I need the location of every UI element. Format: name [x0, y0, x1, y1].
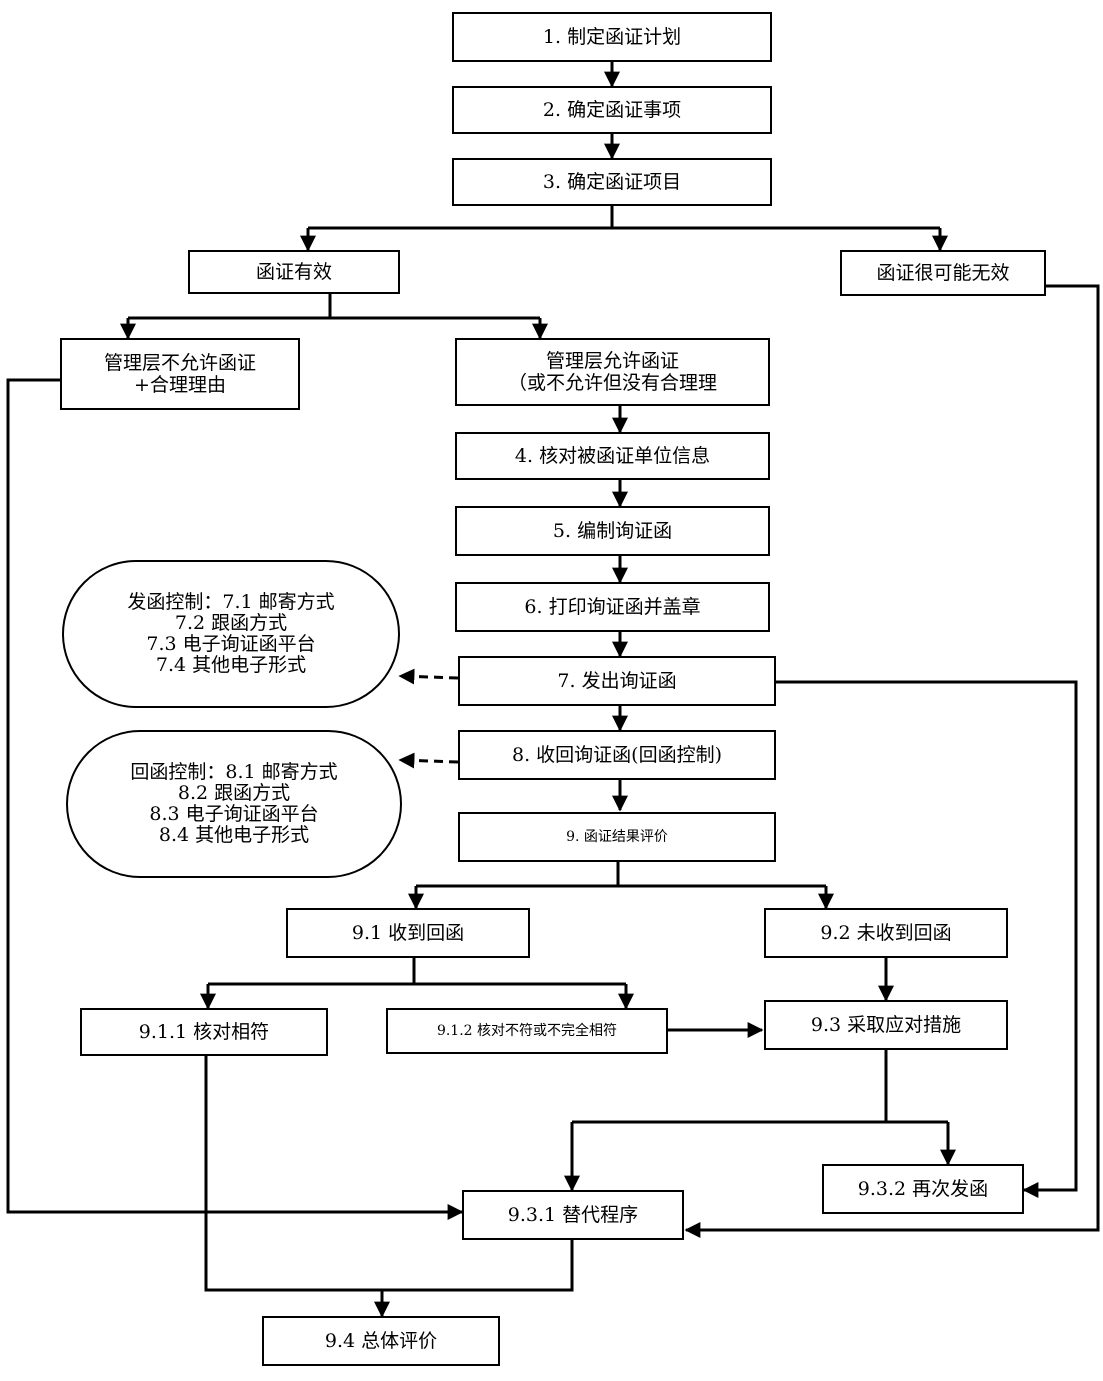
step-9-1-1-label: 9.1.1 核对相符 — [138, 1021, 270, 1043]
step-5-prepare: 5. 编制询证函 — [455, 506, 770, 556]
step-9-3-2-label: 9.3.2 再次发函 — [857, 1178, 989, 1200]
step-9-2-not-received: 9.2 未收到回函 — [764, 908, 1008, 958]
dashed-arrow-send-control — [398, 668, 459, 685]
confirmation-invalid-label: 函证很可能无效 — [876, 262, 1010, 284]
step-1-plan: 1. 制定函证计划 — [452, 12, 772, 62]
step-9-2-label: 9.2 未收到回函 — [820, 922, 952, 944]
step-1-label: 1. 制定函证计划 — [542, 26, 682, 48]
step-9-1-label: 9.1 收到回函 — [351, 922, 465, 944]
step-9-3-respond: 9.3 采取应对措施 — [764, 1000, 1008, 1050]
send-control-line2: 7.2 跟函方式 — [174, 612, 288, 634]
step-9-label: 9. 函证结果评价 — [566, 829, 668, 845]
confirmation-valid-label: 函证有效 — [255, 261, 332, 283]
step-4-verify-info: 4. 核对被函证单位信息 — [455, 432, 770, 480]
send-control-line1: 发函控制：7.1 邮寄方式 — [127, 591, 335, 613]
send-control-line4: 7.4 其他电子形式 — [155, 654, 307, 676]
step-2-matters: 2. 确定函证事项 — [452, 86, 772, 134]
send-control-line3: 7.3 电子询证函平台 — [146, 633, 316, 655]
dashed-arrow-return-control — [398, 752, 459, 769]
step-9-1-2-label: 9.1.2 核对不符或不完全相符 — [436, 1023, 618, 1039]
confirmation-valid: 函证有效 — [188, 250, 400, 294]
step-9-1-received: 9.1 收到回函 — [286, 908, 530, 958]
return-control-line1: 回函控制：8.1 邮寄方式 — [130, 761, 338, 783]
step-9-evaluate: 9. 函证结果评价 — [458, 812, 776, 862]
step-8-collect: 8. 收回询证函(回函控制) — [458, 730, 776, 780]
step-9-1-1-matched: 9.1.1 核对相符 — [80, 1008, 328, 1056]
mgmt-allow-line2: （或不允许但没有合理理 — [507, 372, 717, 394]
step-3-label: 3. 确定函证项目 — [542, 171, 682, 193]
send-control-note: 发函控制：7.1 邮寄方式 7.2 跟函方式 7.3 电子询证函平台 7.4 其… — [62, 560, 400, 708]
mgmt-disallow-line2: +合理理由 — [134, 374, 226, 396]
step-9-3-2-resend: 9.3.2 再次发函 — [822, 1164, 1024, 1214]
confirmation-likely-invalid: 函证很可能无效 — [840, 250, 1046, 296]
step-5-label: 5. 编制询证函 — [552, 520, 673, 542]
step-4-label: 4. 核对被函证单位信息 — [514, 445, 711, 467]
step-3-items: 3. 确定函证项目 — [452, 158, 772, 206]
mgmt-disallow-line1: 管理层不允许函证 — [103, 352, 256, 374]
return-control-line4: 8.4 其他电子形式 — [158, 824, 310, 846]
step-7-label: 7. 发出询证函 — [557, 670, 677, 692]
step-9-3-label: 9.3 采取应对措施 — [810, 1014, 962, 1036]
step-6-print-stamp: 6. 打印询证函并盖章 — [455, 582, 770, 632]
mgmt-allow-line1: 管理层允许函证 — [545, 350, 679, 372]
step-9-4-label: 9.4 总体评价 — [324, 1330, 438, 1352]
mgmt-disallow: 管理层不允许函证 +合理理由 — [60, 338, 300, 410]
step-7-send: 7. 发出询证函 — [458, 656, 776, 706]
return-control-line3: 8.3 电子询证函平台 — [149, 803, 319, 825]
step-2-label: 2. 确定函证事项 — [542, 99, 682, 121]
mgmt-allow: 管理层允许函证 （或不允许但没有合理理 — [455, 338, 770, 406]
return-control-note: 回函控制：8.1 邮寄方式 8.2 跟函方式 8.3 电子询证函平台 8.4 其… — [66, 730, 402, 878]
step-9-3-1-alternative: 9.3.1 替代程序 — [462, 1190, 684, 1240]
step-9-4-overall: 9.4 总体评价 — [262, 1316, 500, 1366]
step-9-3-1-label: 9.3.1 替代程序 — [507, 1204, 639, 1226]
step-6-label: 6. 打印询证函并盖章 — [524, 596, 701, 618]
return-control-line2: 8.2 跟函方式 — [177, 782, 291, 804]
step-8-label: 8. 收回询证函(回函控制) — [512, 744, 722, 766]
step-9-1-2-mismatched: 9.1.2 核对不符或不完全相符 — [386, 1008, 668, 1054]
